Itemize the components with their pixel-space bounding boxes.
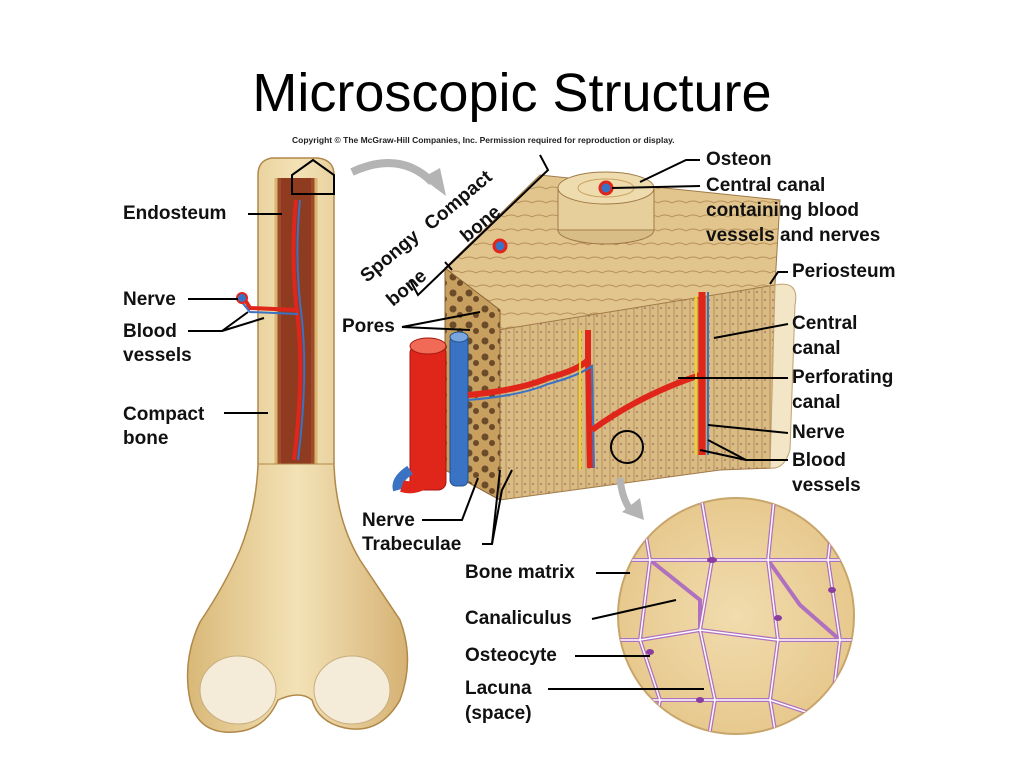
label-nerve-bottom: Nerve [362,510,415,531]
label-bone-matrix: Bone matrix [465,562,575,583]
label-pores: Pores [342,316,395,337]
magnified-osteocyte-view [617,497,855,735]
label-blood-vessels-left-1: Blood [123,321,177,342]
label-endosteum: Endosteum [123,203,227,224]
label-central-canal-right-1: Central [792,313,858,334]
label-central-canal-top-2: containing blood [706,200,860,221]
label-trabeculae: Trabeculae [362,534,462,555]
label-compact-bone-left-1: Compact [123,404,205,425]
label-central-canal-top-1: Central canal [706,175,826,196]
label-periosteum: Periosteum [792,261,896,282]
copyright-note: Copyright © The McGraw-Hill Companies, I… [292,135,675,145]
leader-lines [188,154,789,690]
label-blood-vessels-right-2: vessels [792,475,861,496]
page-title: Microscopic Structure [252,63,772,123]
label-nerve-left: Nerve [123,289,176,310]
label-perforating-canal-2: canal [792,392,841,413]
label-compact-bone-left-2: bone [123,428,169,449]
label-lacuna-1: Lacuna [465,678,532,699]
label-perforating-canal-1: Perforating [792,367,894,388]
label-osteocyte: Osteocyte [465,645,557,666]
label-blood-vessels-left-2: vessels [123,345,192,366]
bone-block-illustration [392,171,797,501]
label-blood-vessels-right-1: Blood [792,450,846,471]
label-central-canal-right-2: canal [792,338,841,359]
label-nerve-right: Nerve [792,422,845,443]
label-central-canal-top-3: vessels and nerves [706,225,881,246]
femur-illustration [186,157,409,733]
label-osteon: Osteon [706,149,772,170]
label-canaliculus: Canaliculus [465,608,572,629]
label-lacuna-2: (space) [465,703,532,724]
